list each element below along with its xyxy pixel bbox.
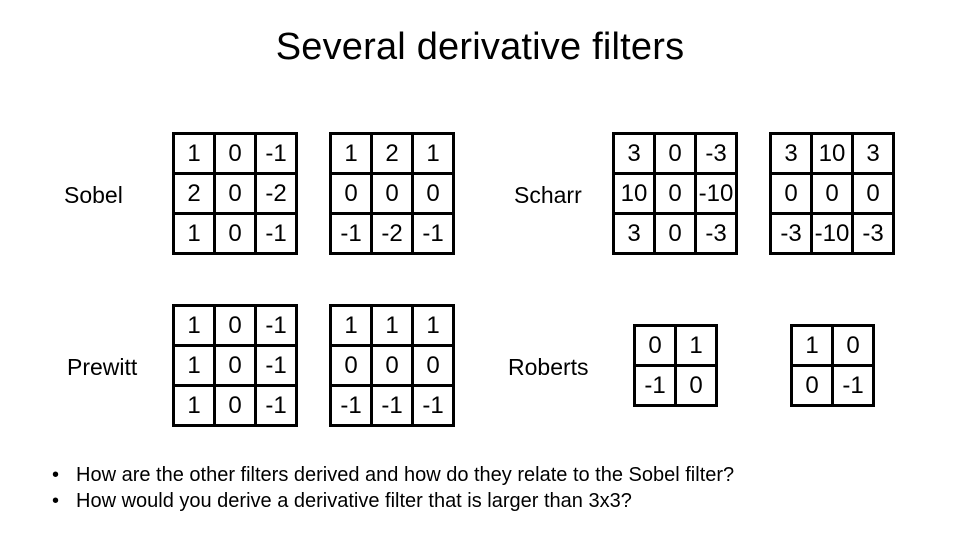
kernel-cell: 1 <box>329 304 373 347</box>
page-title: Several derivative filters <box>275 26 685 68</box>
bullet-text: How are the other filters derived and ho… <box>76 464 735 486</box>
kernel-cell: 2 <box>172 172 216 215</box>
kernel-cell: 0 <box>213 384 257 427</box>
kernel-cell: -1 <box>411 212 455 255</box>
kernel-cell: 1 <box>790 324 834 367</box>
kernel-cell: -2 <box>370 212 414 255</box>
bullet-item: • How would you derive a derivative filt… <box>52 488 940 514</box>
kernel-cell: 1 <box>411 304 455 347</box>
kernel-cell: 1 <box>172 132 216 175</box>
kernel-cell: -3 <box>851 212 895 255</box>
roberts-kernel-b: 1 0 0 -1 <box>790 324 875 407</box>
kernel-cell: 0 <box>213 132 257 175</box>
kernel-cell: 1 <box>172 212 216 255</box>
kernel-cell: 0 <box>790 364 834 407</box>
kernel-cell: -1 <box>370 384 414 427</box>
kernel-cell: 3 <box>612 212 656 255</box>
kernel-cell: 1 <box>411 132 455 175</box>
kernel-cell: 0 <box>851 172 895 215</box>
kernel-cell: 0 <box>213 172 257 215</box>
kernel-cell: -1 <box>254 384 298 427</box>
prewitt-kernel-x: 1 0 -1 1 0 -1 1 0 -1 <box>172 304 298 427</box>
roberts-label: Roberts <box>508 354 589 380</box>
bullet-marker: • <box>52 464 60 486</box>
kernel-cell: 0 <box>370 172 414 215</box>
sobel-kernel-y: 1 2 1 0 0 0 -1 -2 -1 <box>329 132 455 255</box>
kernel-cell: 3 <box>612 132 656 175</box>
kernel-cell: -1 <box>254 304 298 347</box>
kernel-cell: 10 <box>612 172 656 215</box>
kernel-cell: 0 <box>370 344 414 387</box>
scharr-kernel-x: 3 0 -3 10 0 -10 3 0 -3 <box>612 132 738 255</box>
prewitt-kernel-y: 1 1 1 0 0 0 -1 -1 -1 <box>329 304 455 427</box>
kernel-cell: -1 <box>254 344 298 387</box>
kernel-cell: -2 <box>254 172 298 215</box>
roberts-kernel-a: 0 1 -1 0 <box>633 324 718 407</box>
scharr-kernel-y: 3 10 3 0 0 0 -3 -10 -3 <box>769 132 895 255</box>
kernel-cell: 1 <box>674 324 718 367</box>
kernel-cell: 0 <box>411 172 455 215</box>
kernel-cell: -3 <box>694 132 738 175</box>
kernel-cell: 0 <box>653 172 697 215</box>
kernel-cell: -1 <box>329 212 373 255</box>
kernel-cell: -1 <box>633 364 677 407</box>
kernel-cell: -1 <box>329 384 373 427</box>
kernel-cell: 0 <box>213 304 257 347</box>
bullet-item: • How are the other filters derived and … <box>52 462 940 488</box>
kernel-cell: 1 <box>370 304 414 347</box>
sobel-label: Sobel <box>64 182 123 208</box>
kernel-cell: 0 <box>633 324 677 367</box>
kernel-cell: -1 <box>254 132 298 175</box>
sobel-kernel-x: 1 0 -1 2 0 -2 1 0 -1 <box>172 132 298 255</box>
kernel-cell: 1 <box>329 132 373 175</box>
kernel-cell: -10 <box>810 212 854 255</box>
kernel-cell: -3 <box>769 212 813 255</box>
kernel-cell: 0 <box>213 344 257 387</box>
kernel-cell: 3 <box>851 132 895 175</box>
kernel-cell: 0 <box>411 344 455 387</box>
kernel-cell: 1 <box>172 304 216 347</box>
kernel-cell: 1 <box>172 384 216 427</box>
kernel-cell: -3 <box>694 212 738 255</box>
kernel-cell: 0 <box>329 172 373 215</box>
kernel-cell: -1 <box>254 212 298 255</box>
scharr-label: Scharr <box>514 182 582 208</box>
kernel-cell: 0 <box>769 172 813 215</box>
kernel-cell: -10 <box>694 172 738 215</box>
kernel-cell: 0 <box>831 324 875 367</box>
discussion-bullets: • How are the other filters derived and … <box>52 462 940 514</box>
kernel-cell: 1 <box>172 344 216 387</box>
kernel-cell: 2 <box>370 132 414 175</box>
kernel-cell: 0 <box>329 344 373 387</box>
kernel-cell: -1 <box>831 364 875 407</box>
kernel-cell: 0 <box>653 212 697 255</box>
bullet-text: How would you derive a derivative filter… <box>76 490 632 512</box>
kernel-cell: 3 <box>769 132 813 175</box>
kernel-cell: 0 <box>653 132 697 175</box>
prewitt-label: Prewitt <box>67 354 138 380</box>
kernel-cell: 0 <box>674 364 718 407</box>
kernel-cell: 0 <box>213 212 257 255</box>
kernel-cell: 10 <box>810 132 854 175</box>
bullet-marker: • <box>52 490 60 512</box>
kernel-cell: -1 <box>411 384 455 427</box>
kernel-cell: 0 <box>810 172 854 215</box>
